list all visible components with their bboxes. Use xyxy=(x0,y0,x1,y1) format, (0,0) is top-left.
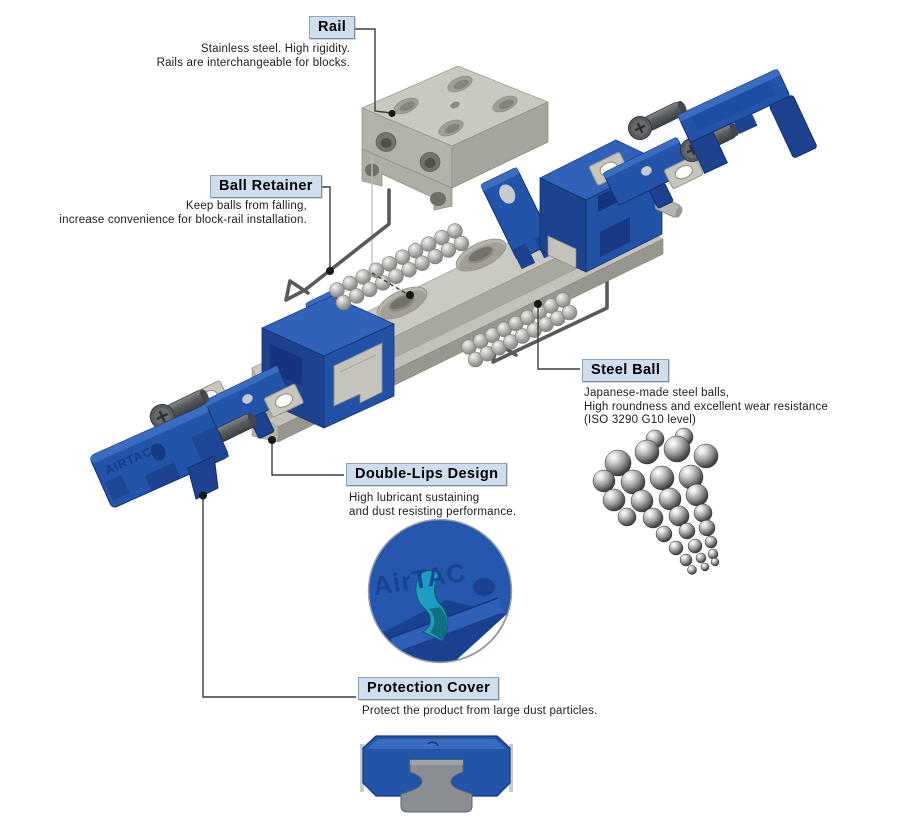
phillips-cross-icon xyxy=(634,122,646,134)
end-seal-right xyxy=(588,137,704,209)
ball-retainer-leader xyxy=(313,186,331,269)
ball-retainer-description: Keep balls from falling, increase conven… xyxy=(59,200,307,226)
leader-dots xyxy=(199,110,542,500)
protection-cover-leader xyxy=(202,498,356,698)
block-part xyxy=(360,65,550,211)
protection-cover-left: AIRTAC xyxy=(90,405,230,508)
double-lips-description: High lubricant sustaining and dust resis… xyxy=(349,492,517,518)
end-seal-left xyxy=(189,365,304,439)
protection-cover-description: Protect the product from large dust part… xyxy=(362,705,598,717)
rail-profile-cutout xyxy=(400,759,473,813)
callout-double-lips: Double-Lips Design xyxy=(346,463,508,486)
protection-cover-front-view xyxy=(360,735,513,813)
callout-rail: Rail xyxy=(309,16,356,39)
rail-leader xyxy=(354,28,392,114)
ball-retainer-wire-left xyxy=(284,188,391,302)
double-lips-inset: AirTAC xyxy=(367,518,513,664)
phillips-cross-icon xyxy=(156,410,169,423)
screw xyxy=(628,100,687,140)
steel-ball-description: Japanese-made steel balls, High roundnes… xyxy=(584,387,829,426)
callout-protection-cover: Protection Cover xyxy=(358,677,500,700)
ball-chain-left xyxy=(329,223,470,311)
ball-chain-right xyxy=(461,292,578,368)
steel-ball-leader xyxy=(537,308,580,370)
protection-cover-right xyxy=(677,68,817,175)
leader-lines xyxy=(202,28,580,698)
callout-steel-ball: Steel Ball xyxy=(582,359,670,382)
steel-ball-cluster xyxy=(592,427,720,575)
block-mount-holes xyxy=(393,75,518,137)
double-lips-leader xyxy=(271,442,344,476)
callout-ball-retainer: Ball Retainer xyxy=(210,175,322,198)
rail-description: Stainless steel. High rigidity. Rails ar… xyxy=(156,43,350,69)
